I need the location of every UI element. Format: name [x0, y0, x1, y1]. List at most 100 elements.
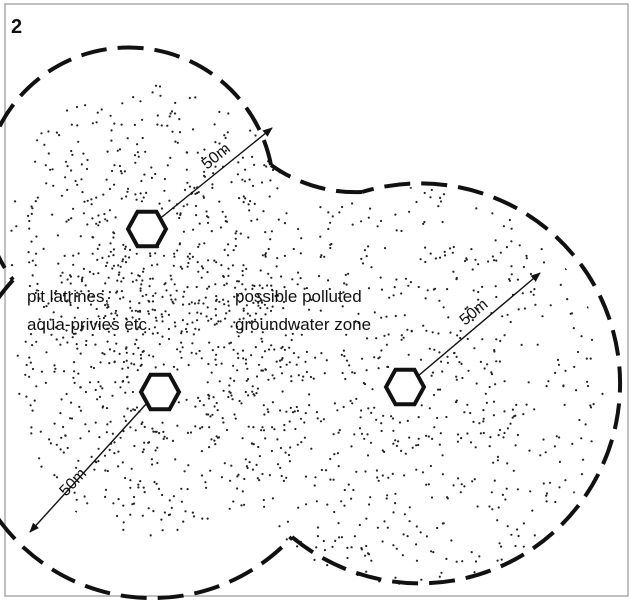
stipple-dot: [470, 551, 473, 554]
stipple-dot: [376, 476, 379, 479]
stipple-dot: [123, 247, 127, 250]
stipple-dot: [512, 469, 515, 472]
stipple-dot: [285, 476, 288, 479]
stipple-dot: [528, 449, 531, 452]
stipple-dot: [369, 441, 373, 444]
stipple-dot: [117, 498, 120, 501]
stipple-dot: [103, 353, 106, 356]
stipple-dot: [329, 221, 332, 224]
stipple-dot: [296, 283, 299, 286]
stipple-dot: [161, 315, 164, 318]
stipple-dot: [79, 409, 82, 412]
stipple-dot: [119, 386, 122, 389]
stipple-dot: [148, 354, 151, 357]
stipple-dot: [241, 274, 244, 277]
stipple-dot: [122, 296, 125, 299]
stipple-dot: [161, 295, 164, 298]
stipple-dot: [152, 510, 155, 513]
stipple-dot: [119, 265, 122, 268]
stipple-dot: [403, 314, 406, 317]
stipple-dot: [269, 309, 273, 312]
stipple-dot: [238, 399, 241, 403]
stipple-dot: [518, 244, 521, 247]
stipple-dot: [267, 378, 270, 381]
stipple-dot: [53, 291, 57, 295]
stipple-dot: [499, 251, 502, 254]
stipple-dot: [83, 495, 86, 498]
stipple-dot: [80, 290, 83, 293]
stipple-dot: [456, 433, 460, 436]
stipple-dot: [134, 343, 137, 346]
stipple-dot: [383, 334, 386, 337]
stipple-dot: [431, 371, 435, 374]
stipple-dot: [491, 212, 494, 215]
stipple-dot: [436, 416, 439, 420]
stipple-dot: [131, 390, 134, 394]
stipple-dot: [180, 487, 183, 490]
stipple-dot: [275, 360, 278, 363]
stipple-dot: [31, 274, 34, 277]
stipple-dot: [45, 182, 48, 185]
stipple-dot: [244, 288, 247, 291]
stipple-dot: [271, 426, 274, 429]
stipple-dot: [98, 436, 101, 439]
stipple-dot: [103, 454, 107, 457]
stipple-dot: [163, 177, 166, 181]
stipple-dot: [120, 290, 123, 293]
stipple-dot: [155, 482, 158, 485]
stipple-dot: [297, 227, 300, 231]
stipple-dot: [545, 500, 548, 503]
stipple-dot: [392, 544, 395, 547]
stipple-dot: [392, 511, 395, 514]
stipple-dot: [415, 543, 418, 546]
stipple-dot: [450, 539, 453, 542]
stipple-dot: [188, 185, 192, 188]
stipple-dot: [271, 401, 274, 404]
stipple-dot: [178, 131, 182, 134]
stipple-dot: [430, 496, 434, 499]
stipple-dot: [380, 422, 383, 425]
stipple-dot: [159, 94, 162, 97]
stipple-dot: [242, 317, 245, 320]
stipple-dot: [251, 385, 254, 388]
stipple-dot: [271, 168, 275, 172]
stipple-dot: [82, 212, 85, 215]
stipple-dot: [465, 257, 468, 260]
stipple-dot: [379, 276, 382, 279]
stipple-dot: [156, 123, 159, 126]
stipple-dot: [196, 151, 199, 154]
stipple-dot: [142, 350, 145, 353]
stipple-dot: [42, 305, 46, 309]
stipple-dot: [136, 143, 139, 146]
stipple-dot: [186, 265, 189, 268]
stipple-dot: [106, 423, 109, 426]
stipple-dot: [83, 200, 86, 203]
stipple-dot: [392, 429, 395, 432]
stipple-dot: [245, 465, 248, 468]
stipple-dot: [114, 381, 117, 384]
stipple-dot: [97, 214, 100, 217]
stipple-dot: [417, 285, 420, 289]
stipple-dot: [493, 350, 496, 353]
stipple-dot: [268, 474, 271, 477]
stipple-dot: [459, 491, 462, 494]
stipple-dot: [459, 329, 462, 332]
stipple-dot: [375, 469, 378, 472]
stipple-dot: [290, 375, 293, 378]
stipple-dot: [96, 398, 99, 401]
stipple-dot: [477, 290, 480, 294]
stipple-dot: [214, 283, 217, 286]
stipple-dot: [348, 364, 351, 367]
stipple-dot: [173, 252, 176, 255]
stipple-dot: [80, 280, 84, 283]
stipple-dot: [71, 336, 74, 339]
stipple-dot: [430, 188, 433, 191]
stipple-dot: [410, 330, 413, 333]
stipple-dot: [408, 520, 411, 523]
stipple-dot: [187, 464, 190, 467]
stipple-dot: [293, 410, 296, 413]
stipple-dot: [51, 213, 54, 216]
stipple-dot: [319, 255, 322, 259]
stipple-dot: [347, 483, 350, 486]
stipple-dot: [10, 264, 14, 267]
